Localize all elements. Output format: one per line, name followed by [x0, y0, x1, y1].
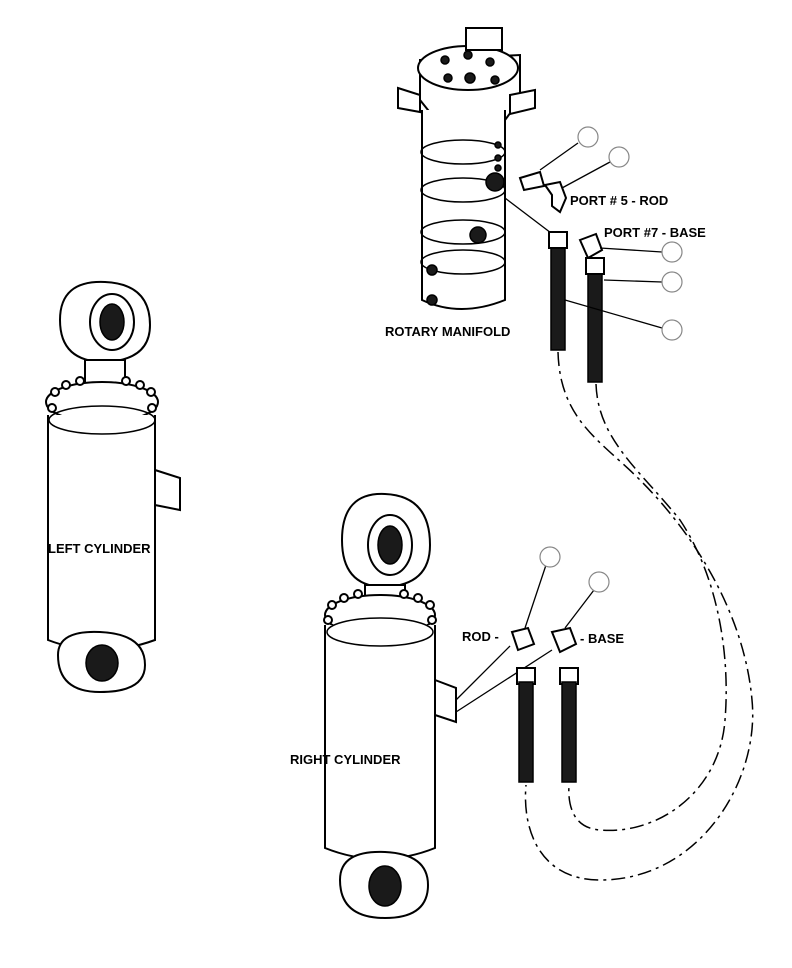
label-rod: ROD -: [462, 629, 499, 644]
callout-bubble: [608, 146, 630, 168]
callouts: [524, 126, 683, 629]
right-cylinder-fittings: [455, 626, 578, 713]
label-port7-base: PORT #7 - BASE: [604, 225, 706, 240]
label-left-cylinder: LEFT CYLINDER: [48, 541, 151, 556]
callout-bubble: [661, 271, 683, 293]
label-right-cylinder: RIGHT CYLINDER: [290, 752, 401, 767]
callout-bubble: [539, 546, 561, 568]
hose-routes: [524, 351, 754, 881]
callout-bubble: [661, 241, 683, 263]
left-cylinder: [45, 280, 181, 694]
label-base: - BASE: [580, 631, 624, 646]
right-cylinder-hoses: [516, 667, 579, 783]
right-cylinder: [323, 492, 457, 920]
label-rotary-manifold: ROTARY MANIFOLD: [385, 324, 510, 339]
callout-bubble: [588, 571, 610, 593]
manifold-hoses: [548, 231, 605, 383]
left-cylinder-bolts: [47, 376, 157, 413]
callout-bubble: [661, 319, 683, 341]
manifold-fittings: [504, 170, 604, 260]
rotary-manifold: [397, 27, 536, 310]
label-port5-rod: PORT # 5 - ROD: [570, 193, 668, 208]
right-cylinder-bolts: [323, 589, 437, 625]
callout-bubble: [577, 126, 599, 148]
